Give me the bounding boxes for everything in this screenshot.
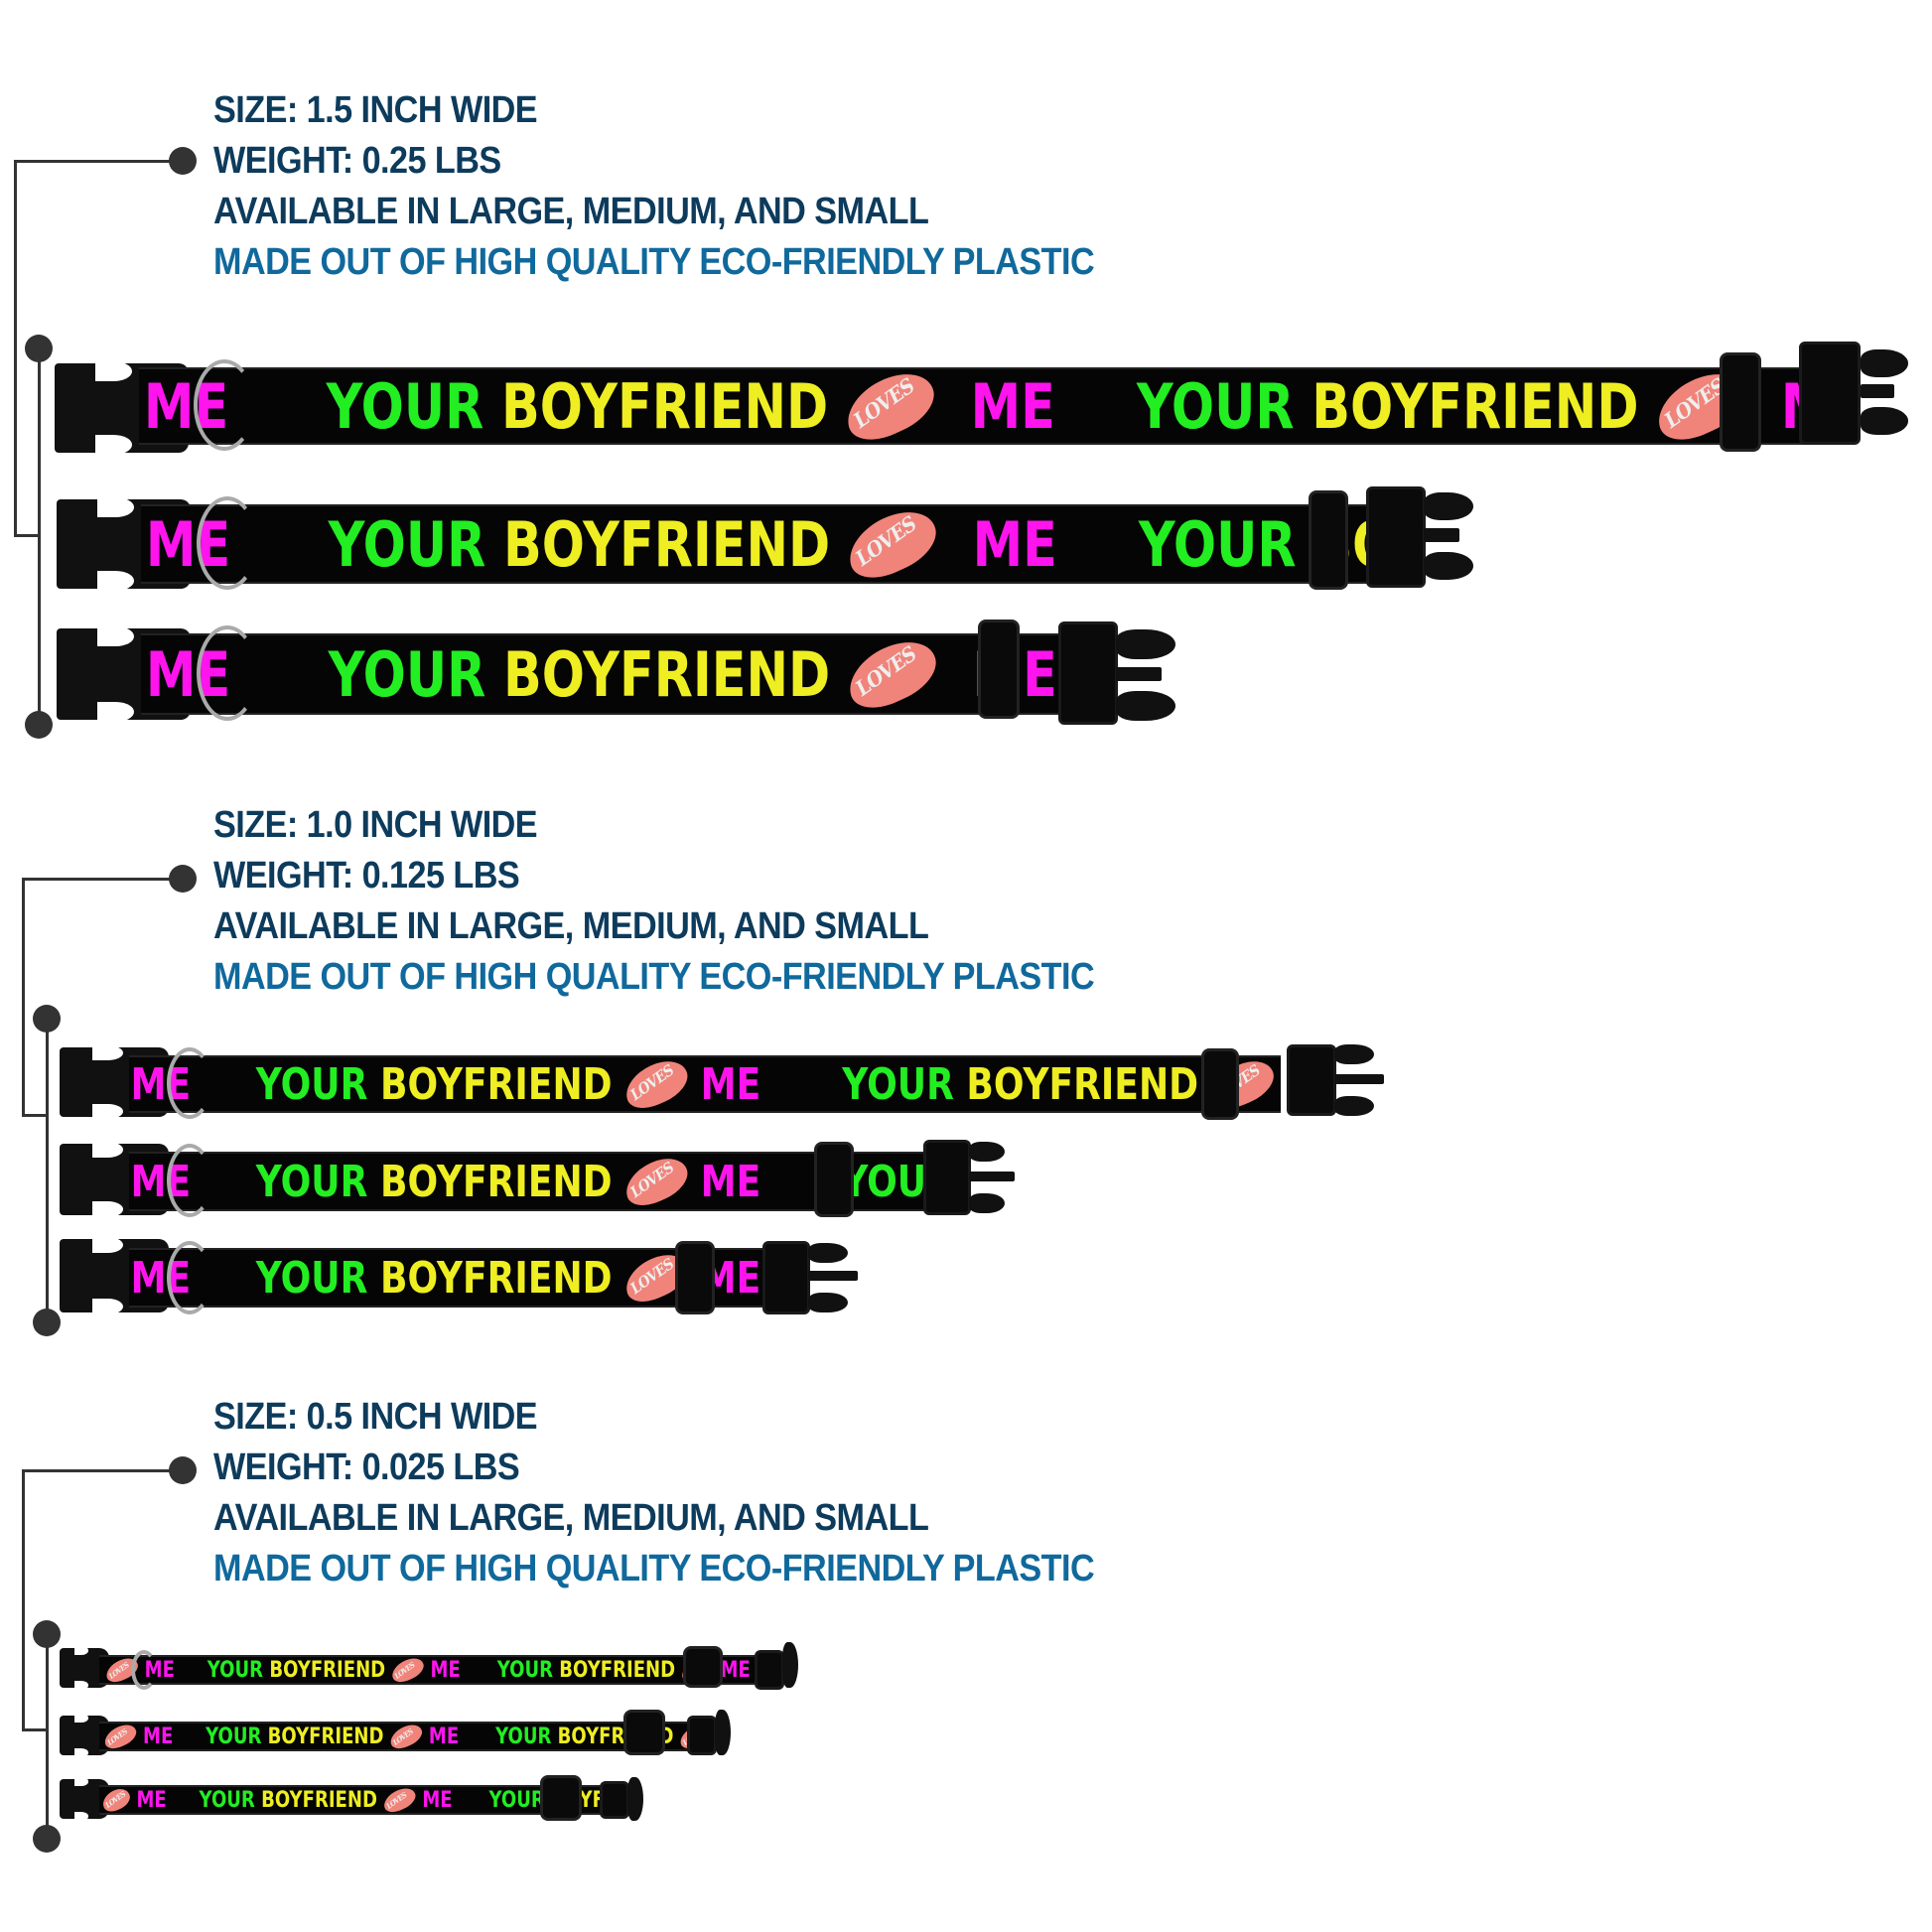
spec-weight: WEIGHT: 0.25 LBS [213, 140, 501, 182]
buckle-prong [1334, 1074, 1384, 1084]
bracket-dot [169, 147, 197, 175]
male-buckle [1058, 621, 1118, 725]
buckle-prong [1116, 691, 1175, 721]
lips-icon: LOVES [387, 1724, 425, 1749]
strap-slider [675, 1241, 715, 1314]
strap-slider [978, 620, 1020, 719]
d-ring [197, 625, 258, 721]
male-buckle [762, 1241, 810, 1314]
strap-slider [814, 1142, 854, 1217]
strap-slider [1309, 490, 1348, 590]
male-buckle [1799, 342, 1861, 445]
d-ring [131, 1650, 157, 1690]
buckle-prong [1861, 407, 1908, 435]
spec-availability: AVAILABLE IN LARGE, MEDIUM, AND SMALL [213, 1497, 929, 1539]
bracket-line [46, 1633, 49, 1837]
bracket-dot [25, 711, 53, 739]
buckle-prong [1424, 492, 1473, 520]
buckle-prong [782, 1642, 798, 1688]
spec-material: MADE OUT OF HIGH QUALITY ECO-FRIENDLY PL… [213, 956, 1095, 998]
buckle-prong [1424, 528, 1459, 542]
spec-size: SIZE: 1.0 INCH WIDE [213, 804, 538, 846]
bracket-dot [33, 1309, 61, 1336]
spec-material: MADE OUT OF HIGH QUALITY ECO-FRIENDLY PL… [213, 1548, 1095, 1589]
spec-material: MADE OUT OF HIGH QUALITY ECO-FRIENDLY PL… [213, 241, 1095, 283]
strap-slider [683, 1646, 723, 1688]
male-buckle [1366, 486, 1426, 588]
collar-strap: ME YOUR BOYFRIEND LOVES ME YOUR BOYFRIEN… [129, 1152, 933, 1211]
buckle-prong [1861, 384, 1894, 398]
strap-slider [1201, 1048, 1239, 1120]
spec-size: SIZE: 1.5 INCH WIDE [213, 89, 538, 131]
spec-weight: WEIGHT: 0.125 LBS [213, 855, 520, 897]
male-buckle [600, 1781, 629, 1819]
lips-icon: LOVES [840, 369, 941, 443]
strap-slider [1720, 352, 1761, 452]
bracket-line [22, 878, 183, 881]
bracket-line [22, 1469, 25, 1730]
bracket-dot [33, 1825, 61, 1853]
bracket-dot [169, 865, 197, 893]
male-buckle [755, 1650, 784, 1690]
buckle-prong [627, 1777, 643, 1821]
strap-slider [540, 1775, 582, 1821]
lips-icon: LOVES [621, 1057, 692, 1111]
bracket-line [46, 1018, 49, 1320]
buckle-prong [715, 1710, 731, 1755]
d-ring [167, 1047, 212, 1119]
buckle-prong [1116, 667, 1162, 681]
lips-icon: LOVES [842, 635, 943, 713]
collar-strap: ME YOUR BOYFRIEND LOVES ME [141, 633, 1069, 715]
bracket-line [14, 160, 17, 536]
lips-icon: LOVES [102, 1724, 139, 1749]
d-ring [197, 496, 258, 590]
buckle-prong [808, 1243, 848, 1263]
buckle-prong [808, 1293, 848, 1312]
buckle-prong [1334, 1096, 1374, 1116]
lips-icon: LOVES [842, 506, 943, 582]
bracket-dot [25, 335, 53, 362]
lips-icon: LOVES [621, 1154, 692, 1209]
spec-availability: AVAILABLE IN LARGE, MEDIUM, AND SMALL [213, 191, 929, 232]
buckle-prong [969, 1172, 1015, 1181]
bracket-dot [33, 1005, 61, 1033]
buckle-prong [1424, 552, 1473, 580]
male-buckle [1287, 1044, 1336, 1116]
collar-strap: ME YOUR BOYFRIEND LOVES ME YOUR BOYFRIEN… [139, 367, 1812, 445]
bracket-line [22, 1728, 48, 1731]
lips-icon: LOVES [389, 1657, 427, 1683]
buckle-prong [969, 1193, 1005, 1213]
bracket-line [38, 347, 41, 725]
buckle-prong [969, 1142, 1005, 1162]
bracket-line [22, 1114, 48, 1117]
collar-strap: ME YOUR BOYFRIEND LOVES ME YOUR BOYFRIEN… [141, 504, 1372, 584]
strap-slider [623, 1710, 665, 1755]
bracket-line [14, 534, 40, 537]
bracket-line [22, 878, 25, 1116]
d-ring [194, 359, 255, 451]
collar-strap: ME YOUR BOYFRIEND LOVES ME YOUR BOYFRIEN… [129, 1055, 1281, 1113]
buckle-prong [808, 1271, 858, 1281]
male-buckle [923, 1140, 971, 1215]
spec-size: SIZE: 0.5 INCH WIDE [213, 1396, 538, 1438]
collar-strap: LOVES ME YOUR BOYFRIEND LOVES ME YOUR BO… [99, 1722, 695, 1751]
spec-weight: WEIGHT: 0.025 LBS [213, 1447, 520, 1488]
lips-icon: LOVES [100, 1787, 133, 1813]
buckle-prong [1861, 349, 1908, 377]
buckle-prong [1116, 629, 1175, 659]
bracket-dot [33, 1620, 61, 1648]
bracket-dot [169, 1456, 197, 1484]
lips-icon: LOVES [381, 1787, 418, 1813]
buckle-prong [1334, 1044, 1374, 1064]
bracket-line [14, 160, 183, 163]
d-ring [167, 1144, 212, 1217]
collar-strap: LOVES ME YOUR BOYFRIEND LOVES ME YOUR BO… [99, 1655, 755, 1685]
bracket-line [22, 1469, 183, 1472]
spec-availability: AVAILABLE IN LARGE, MEDIUM, AND SMALL [213, 905, 929, 947]
d-ring [167, 1241, 212, 1314]
male-buckle [687, 1716, 717, 1755]
